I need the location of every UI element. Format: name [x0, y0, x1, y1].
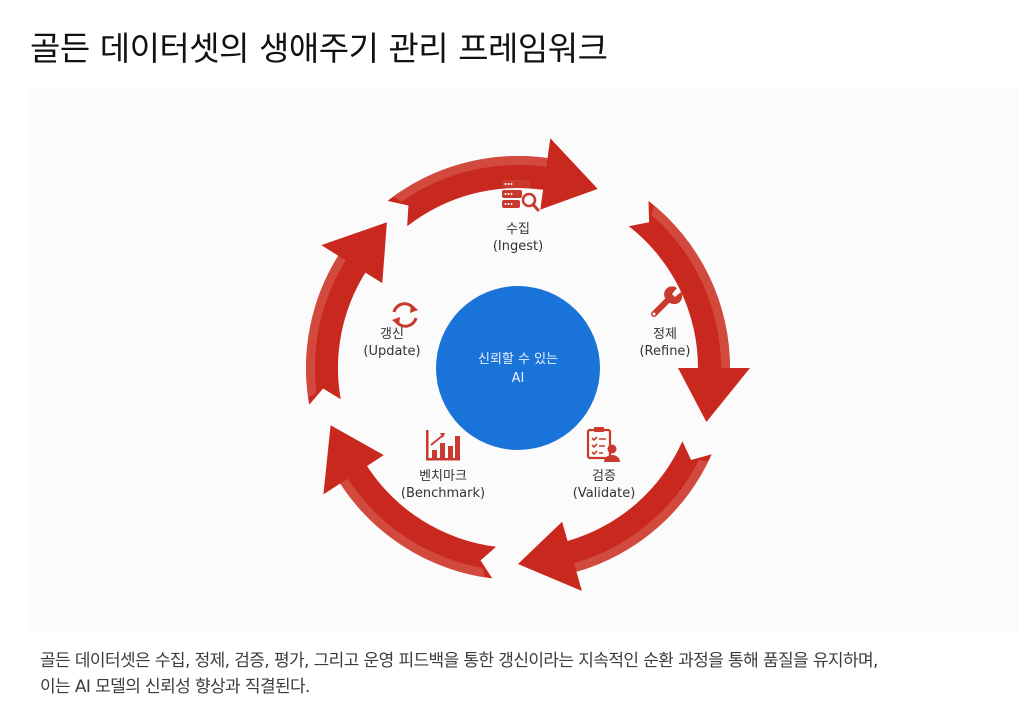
- cycle-svg: 신뢰할 수 있는 AI 수집 (Ingest) 정제 (Refine): [305, 138, 750, 591]
- stage-ingest-label-en: (Ingest): [493, 239, 543, 254]
- cycle-arrows: [305, 138, 750, 591]
- cycle-arrow-highlight-3: [574, 460, 709, 572]
- center-label-line1: 신뢰할 수 있는: [478, 352, 558, 367]
- stage-validate-label-ko: 검증: [592, 469, 616, 484]
- center-label-line2: AI: [512, 371, 525, 386]
- stage-ingest-label-ko: 수집: [506, 222, 530, 237]
- cycle-arrow-highlight-2: [651, 205, 730, 368]
- caption-line-2: 이는 AI 모델의 신뢰성 향상과 직결된다.: [40, 677, 310, 697]
- page-title: 골든 데이터셋의 생애주기 관리 프레임워크: [30, 29, 608, 68]
- bar-chart-trend-icon: [426, 430, 460, 461]
- stage-update-label-ko: 갱신: [380, 327, 404, 342]
- cycle-arrow-4: [323, 425, 497, 579]
- clipboard-checklist-user-icon: [586, 427, 620, 462]
- refresh-cycle-icon: [392, 302, 418, 328]
- cycle-arrow-highlight-4: [340, 478, 485, 578]
- cycle-arrow-highlight-5: [306, 255, 346, 398]
- server-search-icon: [502, 180, 540, 212]
- stage-benchmark-label-ko: 벤치마크: [419, 469, 467, 484]
- cycle-arrow-5: [305, 222, 387, 405]
- caption-line-1: 골든 데이터셋은 수집, 정제, 검증, 평가, 그리고 운영 피드백을 통한 …: [40, 651, 878, 671]
- figure-caption: 골든 데이터셋은 수집, 정제, 검증, 평가, 그리고 운영 피드백을 통한 …: [40, 648, 1020, 700]
- stage-update-label-en: (Update): [363, 344, 420, 359]
- cycle-arrow-3: [518, 441, 712, 591]
- center-circle: [436, 286, 600, 450]
- stage-refine-label-en: (Refine): [639, 344, 690, 359]
- lifecycle-diagram: 신뢰할 수 있는 AI 수집 (Ingest) 정제 (Refine): [28, 88, 1018, 632]
- stage-refine-label-ko: 정제: [653, 327, 677, 342]
- stage-validate-label-en: (Validate): [573, 486, 636, 501]
- cycle-arrow-2: [628, 200, 750, 422]
- stage-benchmark-label-en: (Benchmark): [401, 486, 485, 501]
- wrench-icon: [651, 286, 683, 317]
- cycle-arrow-highlight-1: [393, 156, 548, 202]
